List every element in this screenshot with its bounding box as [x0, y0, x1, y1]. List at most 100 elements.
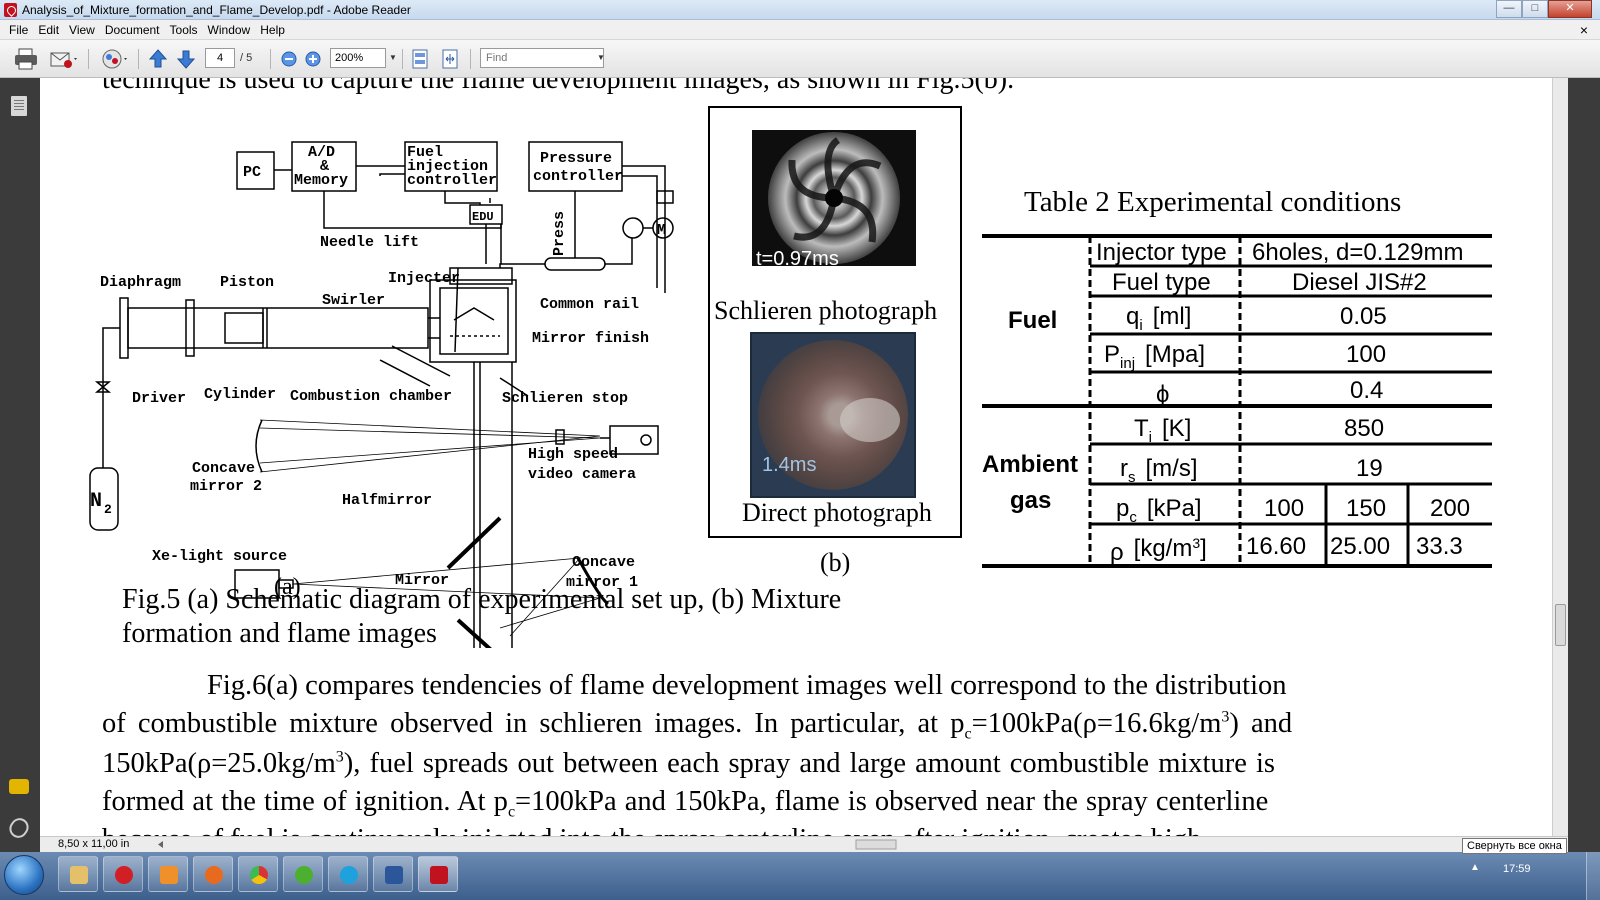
qi-value: 0.05: [1340, 303, 1387, 330]
zoom-group: 200%: [330, 48, 386, 70]
rho-value-2: 25.00: [1330, 533, 1390, 560]
menu-view[interactable]: View: [69, 22, 95, 37]
fuel-ctrl-label-3: controller: [407, 172, 497, 189]
direct-photo: 1.4ms: [750, 332, 916, 498]
collaborate-icon: [102, 49, 127, 69]
prev-page-button[interactable]: [148, 48, 168, 70]
rho-sup: 3: [1192, 535, 1200, 551]
find-input[interactable]: Find: [480, 48, 604, 68]
horizontal-scroll-thumb[interactable]: [855, 839, 897, 850]
press-label: Press: [551, 211, 568, 256]
green-app-icon: [295, 866, 313, 884]
taskbar-explorer[interactable]: [58, 856, 98, 892]
diaphragm-label: Diaphragm: [100, 274, 181, 291]
common-rail-label: Common rail: [540, 296, 639, 313]
full-screen-icon: [442, 49, 458, 69]
menu-window[interactable]: Window: [207, 22, 251, 37]
paragraph-line-1: Fig.6(a) compares tendencies of flame de…: [207, 670, 1287, 701]
pc-value-3: 200: [1430, 495, 1470, 522]
photo-panel: [708, 106, 962, 538]
taskbar-clock[interactable]: 17:59: [1503, 863, 1531, 875]
schlieren-stop: [555, 429, 565, 445]
ad-label-3: Memory: [294, 172, 348, 189]
close-button[interactable]: ✕: [1548, 0, 1592, 18]
high-speed-label-2: video camera: [528, 466, 636, 483]
explorer-icon: [70, 866, 88, 884]
document-close-button[interactable]: ×: [1579, 22, 1588, 38]
taskbar-chrome[interactable]: [238, 856, 278, 892]
injecter-label: Injecter: [388, 270, 460, 287]
xe-source-label: Xe-light source: [152, 548, 287, 565]
injector-body: [449, 267, 513, 285]
pinj-sub: inj: [1120, 355, 1135, 372]
vertical-scrollbar[interactable]: [1552, 78, 1568, 836]
fit-page-icon: [412, 49, 428, 69]
taskbar-firefox[interactable]: [193, 856, 233, 892]
print-icon: [15, 48, 37, 70]
zoom-level-select[interactable]: 200%: [330, 48, 386, 68]
windows-taskbar: Свернуть все окна ▲ 17:59: [0, 838, 1600, 900]
fit-page-button[interactable]: [410, 48, 430, 70]
menu-document[interactable]: Document: [104, 22, 160, 37]
direct-time: 1.4ms: [762, 454, 817, 476]
skype-icon: [340, 866, 358, 884]
rho-value-3: 33.3: [1416, 533, 1463, 560]
tray-expand-icon[interactable]: ▲: [1470, 862, 1480, 873]
injector-type-label: Injector type: [1096, 239, 1227, 266]
pc-value-1: 100: [1264, 495, 1304, 522]
menu-tools[interactable]: Tools: [169, 22, 198, 37]
paragraph-line-4-b: =100kPa and 150kPa, flame is observed ne…: [515, 786, 1269, 817]
print-button[interactable]: [14, 48, 38, 70]
zoom-dropdown-caret[interactable]: ▼: [389, 53, 397, 62]
collaborate-button[interactable]: [100, 48, 130, 70]
full-screen-button[interactable]: [440, 48, 460, 70]
rho-unit: [kg/m: [1134, 535, 1193, 562]
taskbar-green-app[interactable]: [283, 856, 323, 892]
vertical-scroll-thumb[interactable]: [1555, 604, 1566, 646]
menu-help[interactable]: Help: [260, 22, 285, 37]
paragraph-line-3: 150kPa(ρ=25.0kg/m3), fuel spreads out be…: [102, 748, 1275, 780]
taskbar-skype[interactable]: [328, 856, 368, 892]
zoom-caret-group: ▼: [389, 48, 397, 70]
qi-sub: i: [1139, 317, 1142, 334]
menu-file[interactable]: File: [9, 22, 29, 37]
next-page-button[interactable]: [176, 48, 196, 70]
document-viewport[interactable]: technique is used to capture the flame d…: [40, 78, 1552, 836]
attachments-panel-icon[interactable]: [5, 814, 33, 842]
rs-unit: [m/s]: [1146, 455, 1198, 482]
minimize-button[interactable]: —: [1496, 0, 1522, 18]
group-ambient-1: Ambient: [982, 451, 1078, 478]
find-dropdown-caret[interactable]: ▼: [597, 53, 605, 62]
mirror: [456, 618, 492, 648]
start-button[interactable]: [4, 855, 44, 895]
page-number-input[interactable]: 4: [205, 48, 235, 68]
concave2-label-2: mirror 2: [190, 478, 262, 495]
pressure-ctrl-label-1: Pressure: [540, 150, 612, 167]
fuel-ctrl-label-2: injection: [407, 158, 488, 175]
email-button[interactable]: [50, 48, 80, 70]
find-caret-group: ▼: [597, 48, 605, 70]
maximize-button[interactable]: □: [1522, 0, 1548, 18]
right-edge-strip: [1568, 78, 1600, 836]
taskbar-acrobat[interactable]: [418, 856, 458, 892]
rs-sub: s: [1128, 469, 1136, 486]
taskbar-media-player[interactable]: [148, 856, 188, 892]
pump-circle: [622, 217, 644, 239]
taskbar-word[interactable]: [373, 856, 413, 892]
comments-panel-icon[interactable]: [9, 779, 29, 794]
page-total-group: / 5: [240, 48, 252, 70]
paragraph-line-2: of combustible mixture observed in schli…: [102, 708, 1292, 744]
pages-panel-icon[interactable]: [11, 96, 27, 116]
horizontal-scrollbar[interactable]: [156, 839, 1536, 850]
show-desktop-button[interactable]: [1586, 852, 1600, 900]
toolbar-separator: [470, 49, 471, 69]
scroll-left-icon[interactable]: [158, 841, 163, 848]
menu-edit[interactable]: Edit: [38, 22, 60, 37]
schlieren-photo: t=0.97ms: [752, 130, 916, 266]
taskbar-opera[interactable]: [103, 856, 143, 892]
halfmirror-label: Halfmirror: [342, 492, 432, 509]
zoom-out-button[interactable]: [280, 48, 298, 70]
navigation-pane: [0, 78, 40, 863]
cylinder-flange-left: [119, 297, 129, 359]
zoom-in-button[interactable]: [304, 48, 322, 70]
